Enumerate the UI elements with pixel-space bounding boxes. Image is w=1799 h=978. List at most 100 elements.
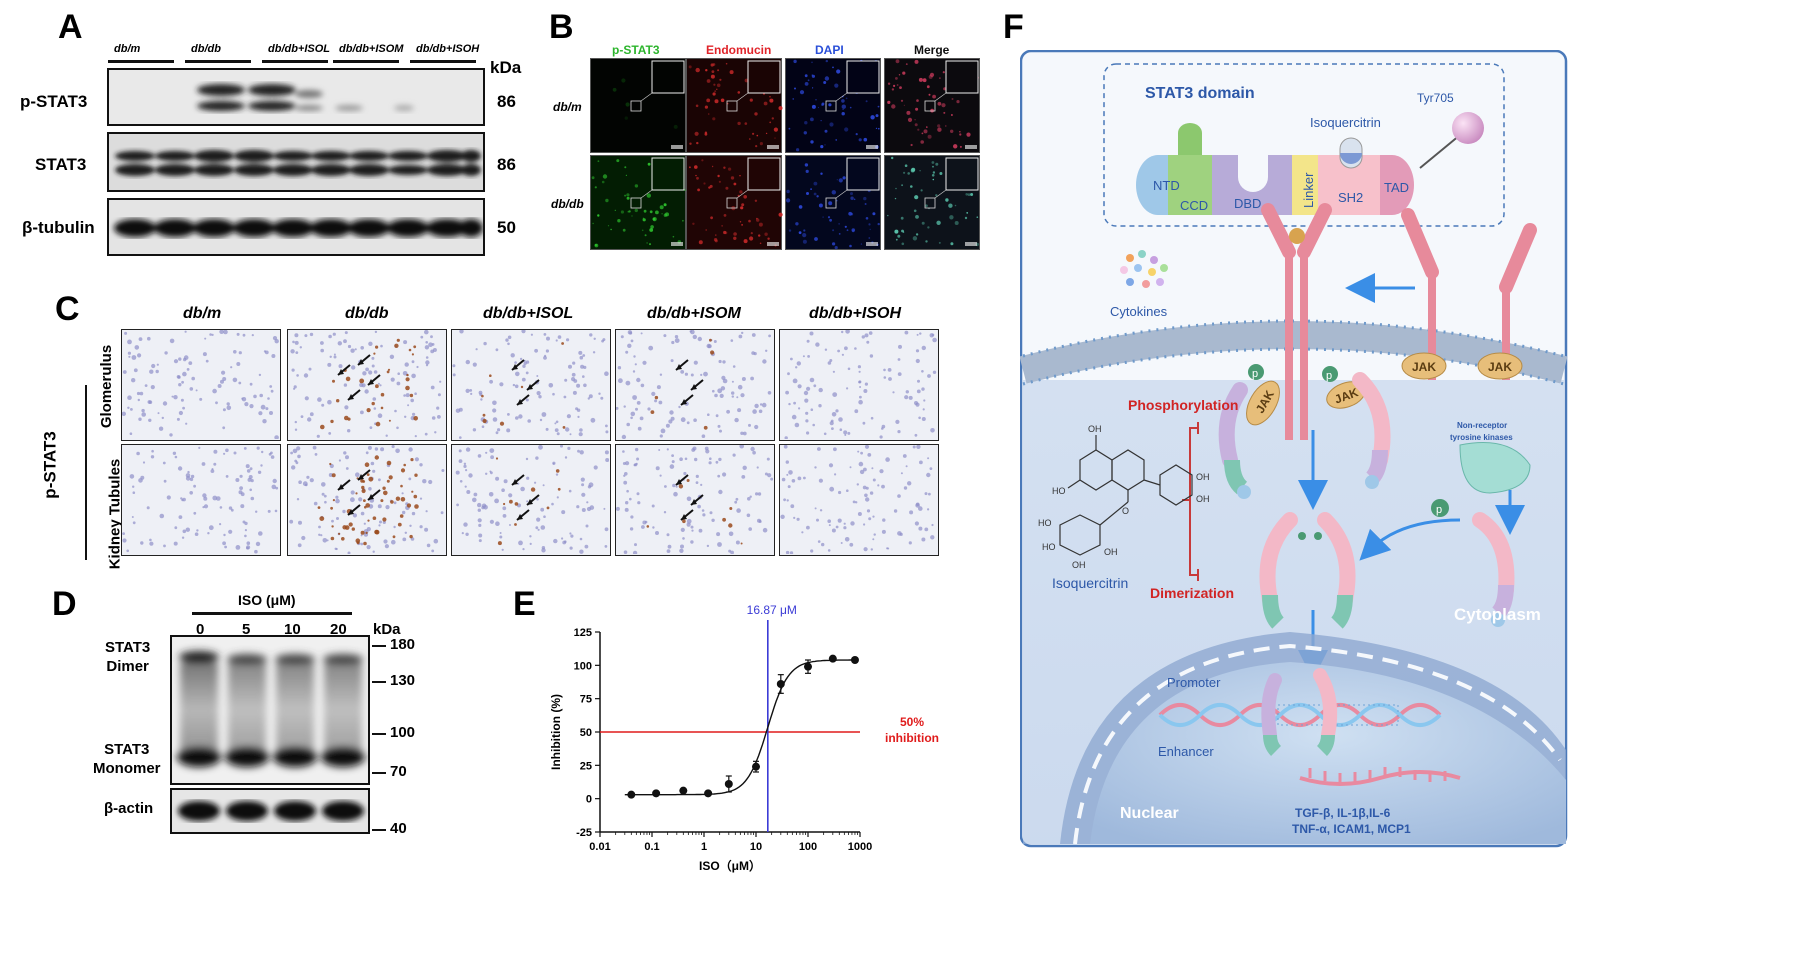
blot-group-underline-4	[410, 60, 476, 63]
panel-label-a: A	[58, 8, 83, 46]
domain-linker: Linker	[1301, 172, 1316, 208]
ihc-image-r0c3	[615, 329, 775, 441]
kda-label-a: kDa	[490, 58, 522, 77]
marker-0: 180	[390, 636, 416, 653]
dose-title: ISO (μM)	[238, 592, 296, 608]
data-point-9	[850, 656, 859, 664]
svg-text:HO: HO	[1042, 542, 1056, 552]
marker-tick-1	[372, 681, 386, 683]
data-point-8	[828, 654, 837, 663]
cytokines-label: Cytokines	[1110, 304, 1168, 319]
if-channel-2: DAPI	[815, 43, 844, 57]
if-image-r0c2	[785, 58, 881, 153]
marker-4: 40	[390, 820, 407, 837]
blot-group-2: db/db+ISOL	[268, 43, 331, 55]
ihc-image-r1c2	[451, 444, 611, 556]
blot-group-0: db/m	[114, 43, 141, 55]
blot-row-label-stat3: STAT3	[35, 155, 87, 174]
dose-3: 20	[330, 621, 347, 638]
domain-sh2: SH2	[1338, 190, 1363, 205]
panel-label-f: F	[1003, 8, 1024, 46]
y-tick-label-4: 75	[580, 694, 592, 706]
fit-curve	[624, 659, 858, 796]
dose-1: 5	[242, 621, 251, 638]
if-image-r1c1	[686, 155, 783, 250]
ihc-row-label-glomerulus: Glomerulus	[98, 344, 116, 429]
marker-2: 100	[390, 724, 416, 741]
nonreceptor-label-2: tyrosine kinases	[1450, 433, 1513, 442]
dose-0: 0	[196, 621, 205, 638]
ihc-group-1: db/db	[345, 305, 389, 322]
data-point-1	[652, 789, 661, 798]
isoquercitrin-label: Isoquercitrin	[1052, 575, 1128, 591]
data-point-3	[704, 789, 713, 798]
mrna-strand	[1299, 770, 1461, 786]
svg-text:OH: OH	[1104, 547, 1118, 557]
svg-text:OH: OH	[1196, 472, 1210, 482]
x-tick-label-5: 1000	[848, 841, 872, 853]
marker-1: 130	[390, 672, 416, 689]
stat3-domain-bar	[1136, 112, 1484, 215]
ihc-group-3: db/db+ISOM	[647, 305, 741, 322]
marker-tick-3	[372, 772, 386, 774]
domain-box	[1103, 63, 1505, 227]
kda-label-d: kDa	[373, 621, 401, 638]
dose-2: 10	[284, 621, 301, 638]
enhancer-label: Enhancer	[1158, 744, 1214, 759]
x-axis-label: ISO（μM）	[699, 858, 761, 873]
stat3-monomer-left	[1218, 382, 1251, 499]
cytokines-icon	[1120, 250, 1168, 288]
stat3-monomer-right	[1352, 372, 1391, 489]
data-point-6	[776, 680, 785, 688]
if-row-label-dbm: db/m	[553, 100, 582, 114]
svg-text:p: p	[1326, 370, 1332, 382]
genes-line-1: TGF-β, IL-1β,IL-6	[1295, 806, 1391, 820]
isoquercitrin-structure	[1059, 435, 1193, 556]
domain-ccd: CCD	[1180, 198, 1208, 213]
dna-helix	[1158, 703, 1442, 727]
blot-group-underline-0	[108, 60, 174, 63]
if-channel-0: p-STAT3	[612, 43, 660, 57]
ihc-side-label: p-STAT3	[40, 431, 60, 499]
if-image-r0c3	[884, 58, 980, 153]
stat3-monomer-free	[1472, 512, 1515, 627]
svg-text:p: p	[1252, 368, 1258, 380]
phosphorylation-label: Phosphorylation	[1128, 397, 1238, 413]
nonreceptor-label-1: Non-receptor	[1457, 421, 1507, 430]
promoter-label: Promoter	[1167, 675, 1221, 690]
y-tick-label-0: -25	[576, 827, 592, 839]
y-axis-label: Inhibition (%)	[549, 694, 563, 770]
svg-text:O: O	[1122, 506, 1129, 516]
x-tick-label-1: 0.1	[644, 841, 659, 853]
ihc-image-r0c0	[121, 329, 281, 441]
hline-label-1: 50%	[900, 715, 924, 729]
if-channel-1: Endomucin	[706, 43, 772, 57]
domain-dbd: DBD	[1234, 196, 1261, 211]
x-tick-label-2: 1	[701, 841, 707, 853]
blot-row-label-tubulin: β-tubulin	[22, 218, 95, 237]
y-tick-label-5: 100	[574, 660, 592, 672]
ihc-image-r0c4	[779, 329, 939, 441]
if-image-r1c3	[884, 155, 980, 250]
svg-text:p: p	[1436, 504, 1442, 516]
kda-value-stat3: 86	[497, 155, 516, 174]
ihc-side-divider	[85, 385, 87, 560]
y-tick-label-3: 50	[580, 727, 592, 739]
data-point-0	[627, 790, 636, 799]
ihc-group-2: db/db+ISOL	[483, 305, 574, 322]
y-tick-label-6: 125	[574, 627, 592, 639]
panel-label-b: B	[549, 8, 574, 46]
blot-group-underline-2	[262, 60, 328, 63]
svg-text:OH: OH	[1088, 424, 1102, 434]
x-tick-label-0: 0.01	[589, 841, 610, 853]
jak-icon	[1246, 352, 1523, 426]
x-tick-label-4: 100	[799, 841, 817, 853]
domain-title: STAT3 domain	[1145, 85, 1255, 102]
nuclear-label: Nuclear	[1120, 805, 1179, 822]
svg-text:OH: OH	[1072, 560, 1086, 570]
receptor-active	[1261, 203, 1332, 440]
kda-value-tubulin: 50	[497, 218, 516, 237]
blot-group-3: db/db+ISOM	[339, 43, 404, 55]
